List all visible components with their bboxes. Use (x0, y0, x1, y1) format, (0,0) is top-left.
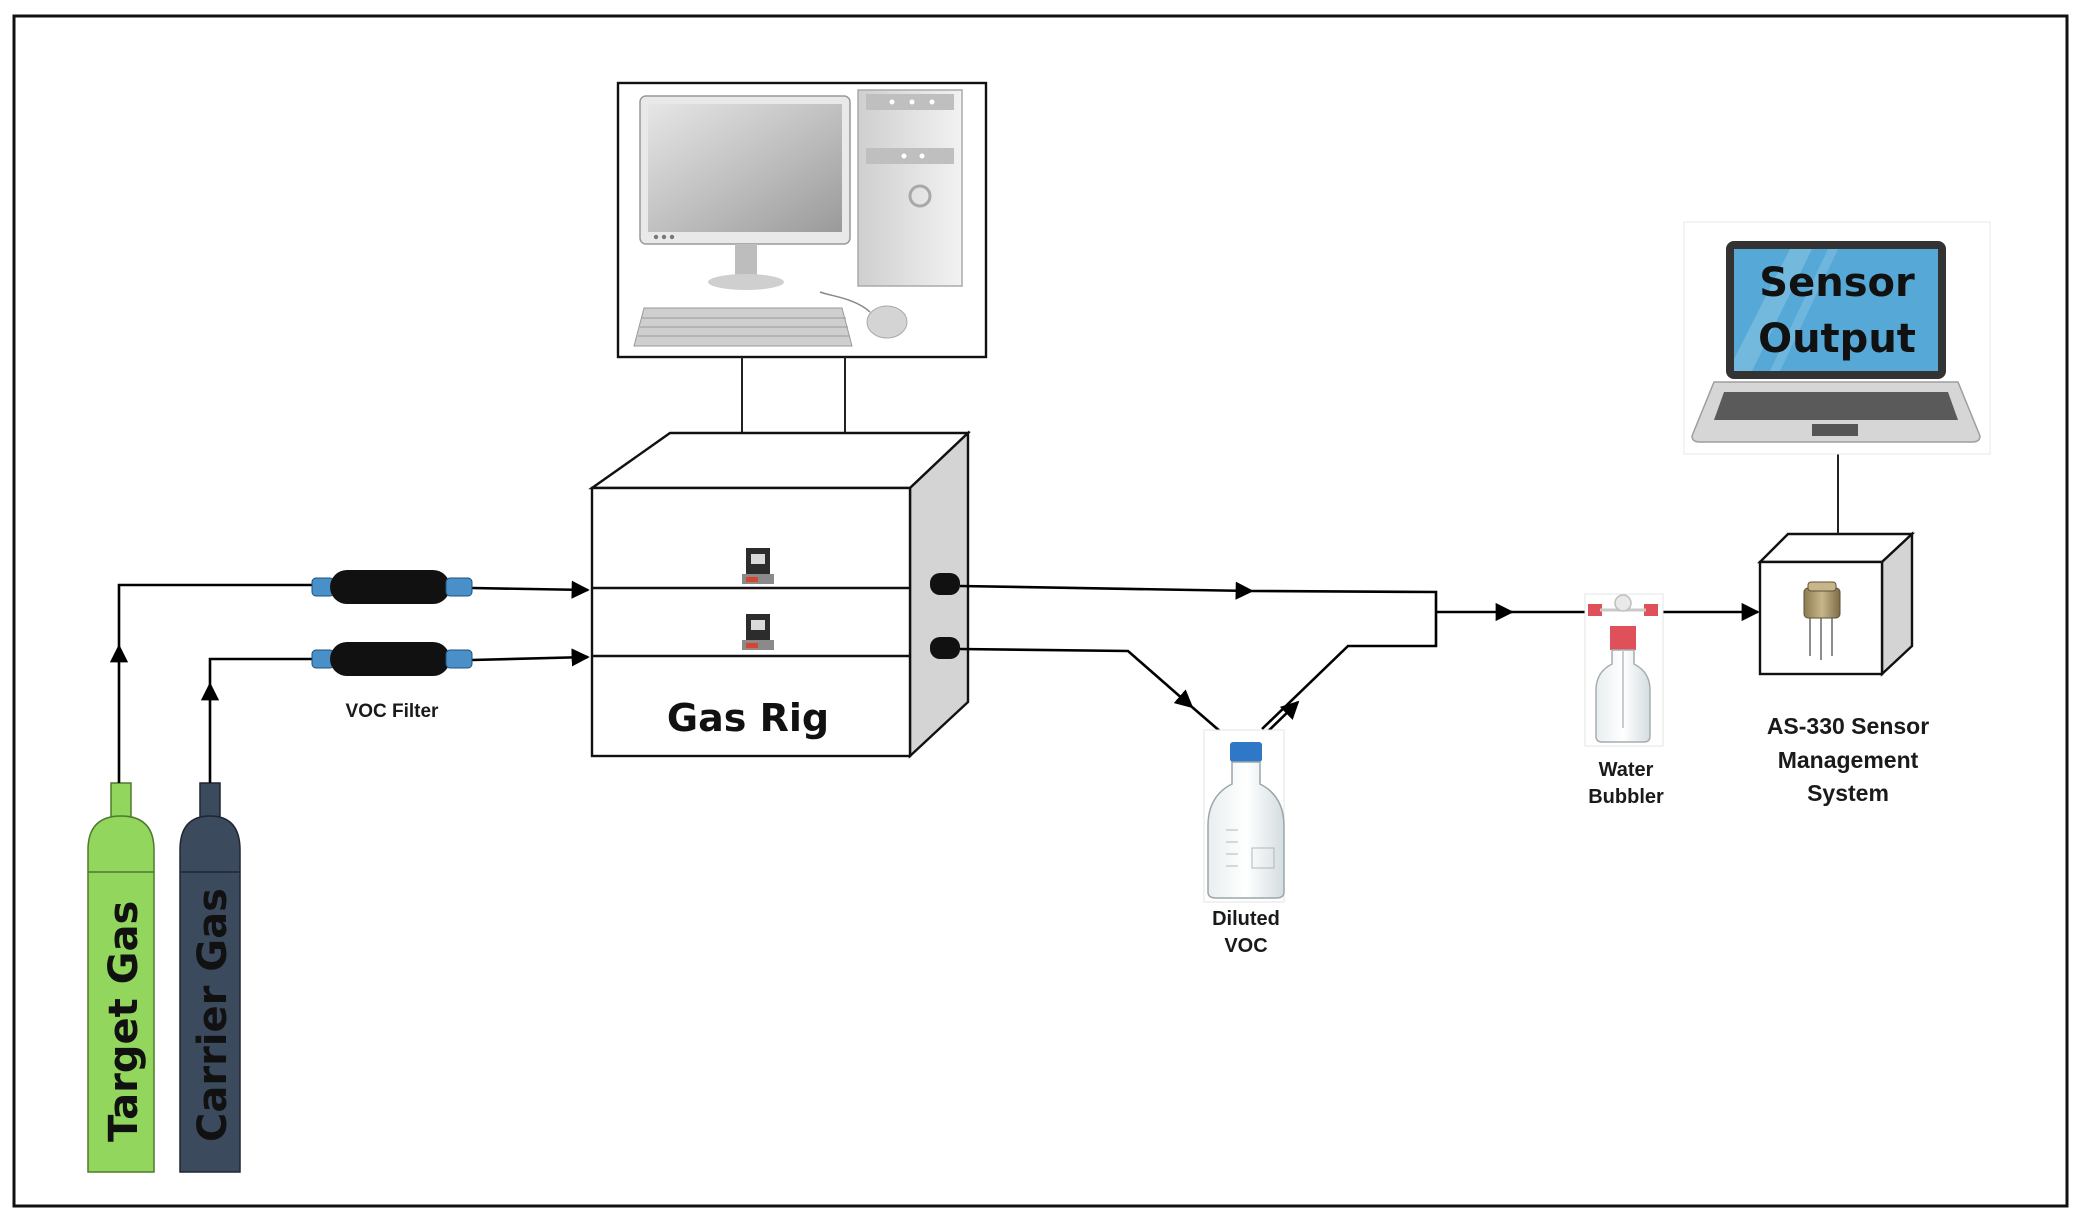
voc-filter-icon (311, 570, 473, 604)
sensor-system-label-line1: AS-330 Sensor (1767, 713, 1929, 739)
gas-rig-box (588, 430, 972, 759)
lab-bottle-icon (1203, 729, 1285, 903)
target-gas-cylinder (87, 782, 155, 1173)
voc-filter-label: VOC Filter (346, 701, 440, 722)
water-bubbler-label-line2: Bubbler (1588, 786, 1664, 808)
carrier-gas-cylinder (179, 782, 241, 1173)
mass-flow-controller-icon (742, 614, 774, 650)
gas-sensor-icon (1803, 581, 1841, 660)
laptop-screen-label-line1: Sensor (1759, 260, 1915, 306)
water-bubbler-label-line1: Water (1599, 759, 1654, 781)
voc-filter-icon (311, 642, 473, 676)
bubbler-icon (1584, 593, 1664, 747)
sensor-system-label-line2: Management (1778, 747, 1919, 773)
diluted-voc-label-line1: Diluted (1212, 908, 1280, 930)
laptop-screen-label-line2: Output (1758, 316, 1916, 362)
carrier-gas-label: Carrier Gas (190, 888, 236, 1142)
diluted-voc-label-line2: VOC (1224, 935, 1267, 957)
gas-rig-label: Gas Rig (667, 696, 829, 740)
laptop-icon (1683, 221, 1991, 455)
target-gas-label: Target Gas (101, 901, 147, 1142)
sensor-system-label-line3: System (1807, 780, 1889, 806)
desktop-computer-icon (616, 81, 988, 359)
mass-flow-controller-icon (742, 548, 774, 584)
